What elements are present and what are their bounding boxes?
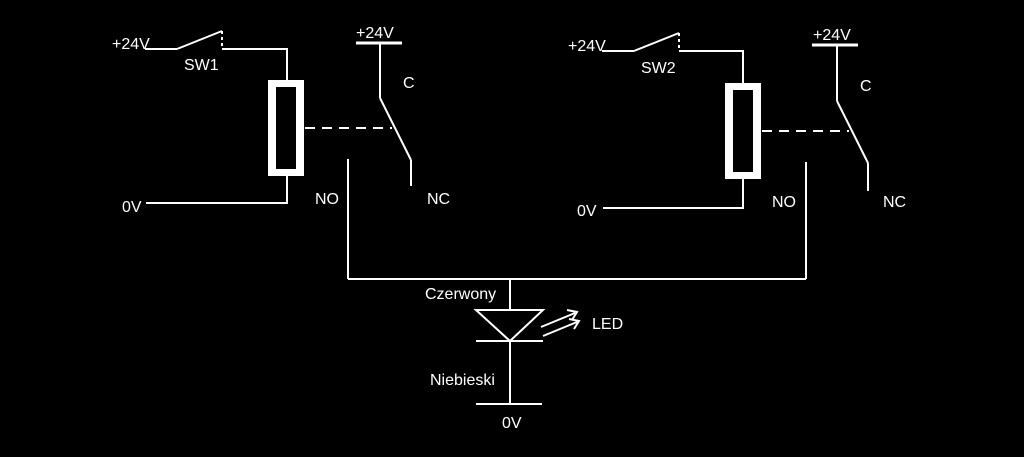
relay-left-coil-core [276,87,296,169]
relay-right-nc-label: NC [883,194,906,211]
sw1-switch-blade [176,30,223,50]
coil-left-return-wire [146,175,288,204]
led-diode-triangle [473,309,546,343]
sw2-switch-blade [633,32,680,52]
relay-right-contact-blade [836,100,869,164]
sw2-to-coil-wire [679,50,744,84]
ground-label: 0V [502,415,522,432]
led-label: LED [592,316,623,333]
relay-left-contact-supply-label: +24V [356,25,394,42]
sw1-label: SW1 [184,57,219,74]
led-cathode-label: Niebieski [430,372,495,389]
relay-left-contact-blade [379,97,412,161]
sw2-supply-label: +24V [568,38,606,55]
sw1-to-coil-wire [222,48,288,81]
relay-right: +24V SW2 0V +24V C NC NO [568,27,906,279]
coil-right-return-wire [603,178,744,209]
coil-left-return-label: 0V [122,199,142,216]
coil-right-return-label: 0V [577,203,597,220]
sw2-label: SW2 [641,60,676,77]
relay-left-nc-label: NC [427,191,450,208]
relay-right-coil-core [733,90,753,172]
relay-right-contact-supply-label: +24V [813,27,851,44]
led-emission-arrows [540,309,581,337]
relay-left-no-label: NO [315,191,339,208]
sw1-supply-label: +24V [112,36,150,53]
led-circuit: Czerwony LED Niebieski 0V [348,278,806,432]
relay-right-no-label: NO [772,194,796,211]
led-anode-label: Czerwony [425,286,496,303]
relay-right-common-label: C [860,78,872,95]
relay-left-common-label: C [403,75,415,92]
relay-left: +24V SW1 0V +24V C NC NO [112,25,450,279]
